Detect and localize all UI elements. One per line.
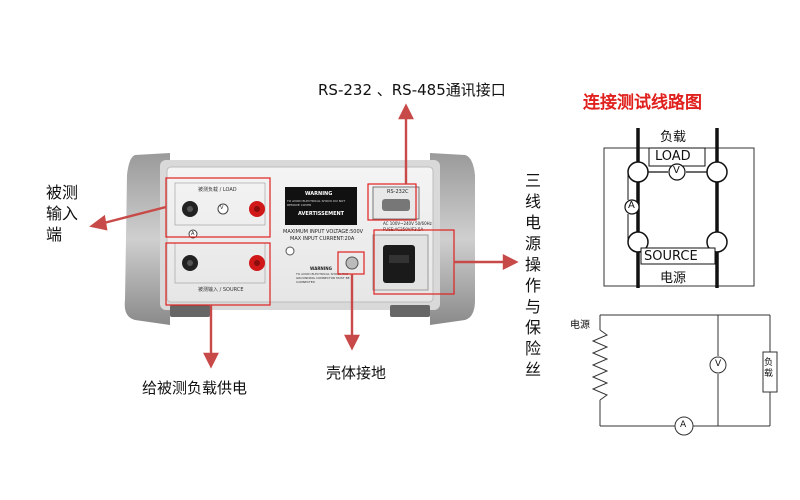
wiring-diagram-title: 连接测试线路图 (583, 93, 702, 113)
rs232-box (367, 183, 417, 221)
wiring-diagram-top (603, 128, 755, 288)
rs232c-label: RS-232C (387, 189, 409, 195)
source-cn-label: 电源 (660, 271, 687, 286)
max-voltage-label: MAXIMUM INPUT VOLTAGE:500V (283, 229, 364, 235)
ground-warning-title: WARNING (310, 266, 332, 271)
supply-load-label: 给被测负载供电 (142, 379, 248, 397)
bottom-power-label: 电源 (570, 320, 590, 331)
source-en-label: SOURCE (644, 249, 698, 264)
meter-v-glyph: V (220, 205, 224, 211)
ground-box (337, 251, 365, 275)
load-cn-label: 负载 (660, 130, 687, 145)
input-terminal-label: 被测输入端 (46, 183, 79, 244)
load-en-label: LOAD (655, 149, 691, 164)
bottom-a-meter: A (680, 420, 687, 430)
source-terminal-box (165, 242, 271, 306)
bottom-load-label: 负载 (764, 358, 774, 379)
wiring-diagram-bottom (591, 314, 778, 436)
top-a-meter: A (628, 200, 635, 211)
ac-line-label: AC 100V~240V 50/60Hz (383, 221, 432, 226)
power-operation-label: 三线电源操作与保险丝 (524, 171, 541, 379)
device-back-panel (124, 153, 475, 325)
top-v-meter: V (673, 165, 680, 176)
load-terminal-box (165, 177, 271, 238)
meter-a-glyph: A (191, 231, 195, 237)
bottom-v-meter: V (715, 359, 722, 369)
max-current-label: MAX INPUT CURRENT:20A (290, 236, 355, 242)
source-group-label: 被测输入 / SOURCE (198, 287, 244, 293)
warning-text: TO AVOID ELECTRICAL SHOCK DO NOT REMOVE … (287, 199, 346, 207)
rs-port-label: RS-232 、RS-485通讯接口 (318, 81, 506, 99)
avertissement-title: AVERTISSEMENT (298, 211, 345, 217)
shell-ground-label: 壳体接地 (326, 364, 387, 382)
power-socket-box (373, 229, 455, 295)
ground-warning-text: TO AVOID ELECTRICAL SHOCK THE GROUNDING … (296, 272, 350, 284)
load-group-label: 被测负载 / LOAD (198, 187, 237, 193)
warning-title: WARNING (305, 191, 333, 197)
